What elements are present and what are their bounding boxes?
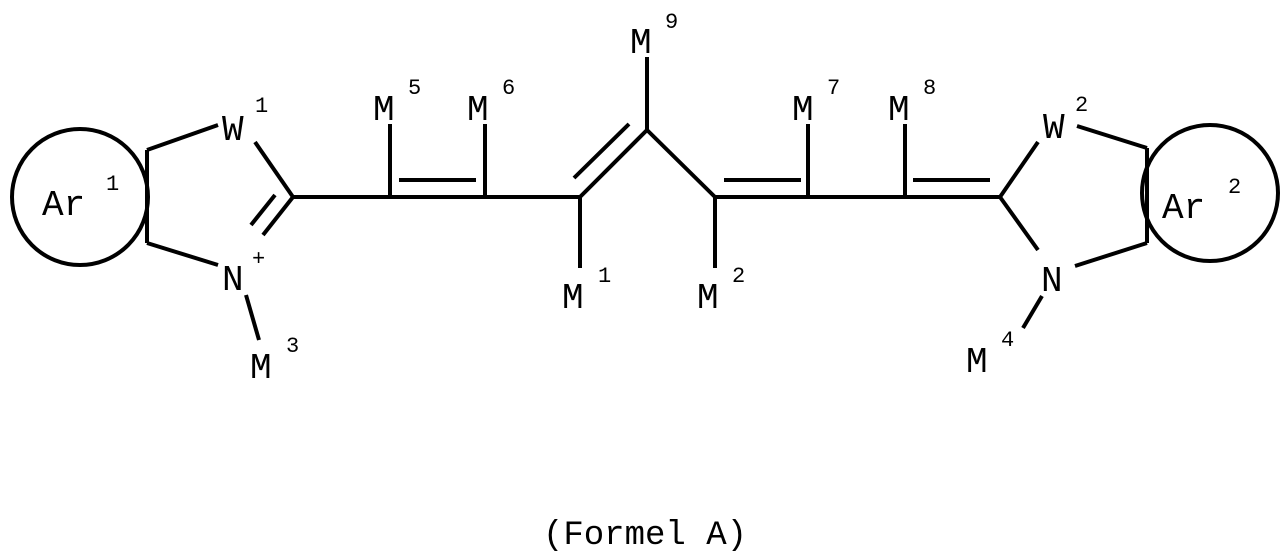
ar2-superscript: 2 — [1228, 175, 1241, 200]
bond-cr-n — [998, 195, 1040, 252]
w2-label: W — [1043, 108, 1065, 149]
ar1-superscript: 1 — [106, 172, 119, 197]
m5-superscript: 5 — [408, 76, 421, 101]
bond-n-ring — [1074, 241, 1148, 268]
m9-superscript: 9 — [665, 10, 678, 35]
ar2-label: Ar — [1162, 188, 1205, 229]
bond-n-plus-m3 — [244, 294, 261, 341]
m4-label: M — [966, 342, 988, 383]
bond-ring-n-plus — [146, 241, 219, 267]
m7-superscript: 7 — [827, 76, 840, 101]
m3-label: M — [250, 348, 272, 389]
n-plus-label: N — [222, 260, 244, 301]
w1-superscript: 1 — [255, 94, 268, 119]
polymethine-chain: M 5 M 6 M 1 M 9 M 2 M 7 M 8 — [293, 10, 1000, 319]
double-bond-inner-c2-n — [249, 193, 277, 227]
left-heterocycle: Ar 1 W 1 N + M 3 — [10, 94, 299, 389]
aromatic-ring-ar2 — [1140, 123, 1280, 263]
m2-label: M — [697, 278, 719, 319]
w2-superscript: 2 — [1075, 93, 1088, 118]
chain-bond-c1-c9 — [578, 128, 649, 199]
m9-label: M — [630, 23, 652, 64]
formula-caption: (Formel A) — [543, 517, 747, 555]
m3-superscript: 3 — [286, 334, 299, 359]
chain-double-inner-c1-c9 — [572, 122, 631, 180]
bond-w2-ring — [1076, 124, 1148, 150]
m8-label: M — [888, 90, 910, 131]
bond-ring-w1 — [146, 123, 219, 152]
m6-label: M — [467, 90, 489, 131]
bond-cr-w2 — [998, 140, 1040, 199]
m1-superscript: 1 — [598, 264, 611, 289]
n-label: N — [1041, 261, 1063, 302]
m6-superscript: 6 — [502, 76, 515, 101]
bond-w1-c2 — [253, 140, 295, 199]
m7-label: M — [792, 90, 814, 131]
chain-bond-c9-c2 — [645, 128, 717, 199]
bond-n-m4 — [1021, 294, 1044, 330]
w1-label: W — [222, 110, 244, 151]
m5-label: M — [373, 90, 395, 131]
m2-superscript: 2 — [732, 264, 745, 289]
bond-c2-n-plus — [261, 195, 295, 237]
m4-superscript: 4 — [1001, 328, 1014, 353]
n-plus-charge: + — [252, 247, 265, 272]
right-heterocycle: Ar 2 W 2 N M 4 — [966, 93, 1280, 383]
m1-label: M — [562, 278, 584, 319]
m8-superscript: 8 — [923, 76, 936, 101]
ar1-label: Ar — [42, 185, 85, 226]
